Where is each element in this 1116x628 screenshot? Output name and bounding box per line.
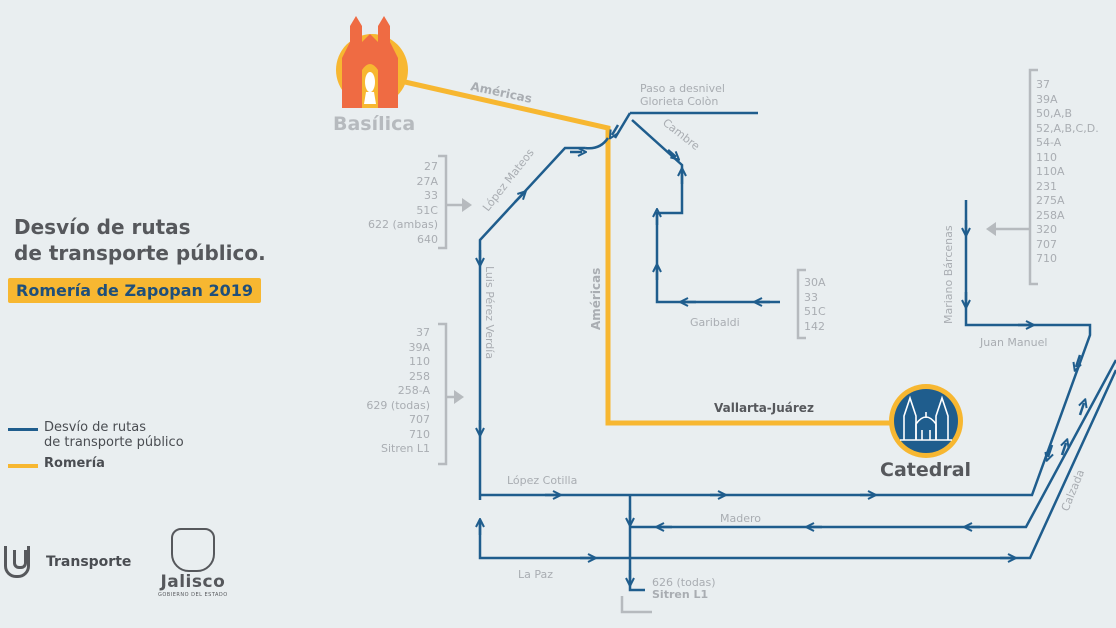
route-number: 275A xyxy=(1036,194,1065,207)
route-madero xyxy=(630,359,1116,529)
jalisco-crest-icon xyxy=(170,528,215,572)
route-number: 710 xyxy=(1036,252,1057,265)
route-number: 142 xyxy=(804,319,825,333)
route-number: 30A xyxy=(804,276,826,289)
transporte-logo-text: Transporte xyxy=(46,554,132,570)
jalisco-logo-subtext: GOBIERNO DEL ESTADO xyxy=(158,592,228,598)
route-number: 51C xyxy=(804,305,826,318)
legend-swatch-desvio xyxy=(8,428,38,431)
basilica-icon xyxy=(336,16,408,108)
route-number: 320 xyxy=(1036,223,1057,236)
route-number: 258 xyxy=(409,369,430,383)
label-paso-line2: Glorieta Colòn xyxy=(640,95,718,108)
route-number: 707 xyxy=(1036,237,1057,251)
route-calzada xyxy=(478,369,1116,560)
route-number: 231 xyxy=(1036,179,1057,193)
route-list-brackets xyxy=(438,68,1038,614)
route-number: 622 (ambas) xyxy=(368,218,438,231)
route-bottom-spur xyxy=(628,495,645,592)
route-number: 52,A,B,C,D. xyxy=(1036,121,1099,135)
legend: Desvío de rutas de transporte público Ro… xyxy=(8,420,184,477)
label-calzada: Calzada xyxy=(1059,468,1087,513)
page-title: Desvío de rutas de transporte público. xyxy=(14,214,266,266)
route-number: 37 xyxy=(1036,78,1050,91)
detour-routes xyxy=(478,111,1116,592)
title-line-1: Desvío de rutas xyxy=(14,215,191,239)
route-number: 640 xyxy=(417,232,438,246)
subtitle-badge: Romería de Zapopan 2019 xyxy=(8,278,262,303)
jalisco-logo-text: Jalisco xyxy=(160,572,226,592)
label-luis-perez-verdia: Luis Pérez Verdía xyxy=(483,266,496,359)
route-number: 27 xyxy=(424,160,438,173)
route-number: 27A xyxy=(416,174,438,188)
route-number: 54-A xyxy=(1036,136,1062,149)
route-number: 258-A xyxy=(397,384,430,397)
route-number: 110 xyxy=(409,355,430,368)
route-number: 33 xyxy=(424,189,438,202)
label-lopez-mateos: López Mateos xyxy=(480,146,537,214)
route-number: 258A xyxy=(1036,208,1065,222)
legend-label-romeria: Romería xyxy=(44,456,105,471)
label-vallarta-juarez: Vallarta-Juárez xyxy=(714,401,814,415)
title-line-2: de transporte público. xyxy=(14,241,266,265)
legend-item-romeria: Romería xyxy=(8,456,184,471)
label-basilica: Basílica xyxy=(333,113,415,135)
route-number: 707 xyxy=(409,413,430,426)
label-mariano-barcenas: Mariano Bárcenas xyxy=(942,225,955,324)
route-number: 629 (todas) xyxy=(366,398,430,412)
transporte-logo-icon xyxy=(4,546,30,578)
legend-desvio-line1: Desvío de rutas xyxy=(44,420,146,435)
jalisco-logo: Jalisco GOBIERNO DEL ESTADO xyxy=(158,528,228,598)
route-number: 710 xyxy=(409,427,430,441)
label-catedral: Catedral xyxy=(880,459,971,481)
route-number: 37 xyxy=(416,326,430,339)
label-lopez-cotilla: López Cotilla xyxy=(507,474,577,487)
label-la-paz: La Paz xyxy=(518,568,553,581)
legend-label-desvio: Desvío de rutas de transporte público xyxy=(44,420,184,450)
legend-item-desvio: Desvío de rutas de transporte público xyxy=(8,420,184,450)
transporte-logo: Transporte xyxy=(4,546,131,578)
route-number: 39A xyxy=(408,340,430,354)
route-number: 110A xyxy=(1036,165,1065,178)
label-madero: Madero xyxy=(720,512,761,525)
route-curve-to-glorieta xyxy=(584,137,610,150)
route-number: 39A xyxy=(1036,92,1058,106)
label-americas-vertical: Américas xyxy=(589,268,603,330)
label-bottom-routes-1: 626 (todas) xyxy=(652,576,716,589)
label-bottom-routes-2: Sitren L1 xyxy=(652,588,708,601)
route-number: 110 xyxy=(1036,150,1057,164)
route-cambre xyxy=(631,119,780,304)
route-number: 51C xyxy=(416,203,438,217)
route-number: 50,A,B xyxy=(1036,107,1073,120)
route-number: Sitren L1 xyxy=(381,442,430,455)
legend-desvio-line2: de transporte público xyxy=(44,435,184,450)
catedral-icon xyxy=(889,384,963,458)
direction-arrows xyxy=(480,124,1084,582)
label-paso-line1: Paso a desnivel xyxy=(640,82,725,95)
label-cambre: Cambre xyxy=(660,116,702,153)
legend-swatch-romeria xyxy=(8,464,38,468)
romeria-route xyxy=(404,79,892,426)
route-number: 33 xyxy=(804,290,818,304)
grey-arrowheads xyxy=(454,198,996,404)
label-garibaldi: Garibaldi xyxy=(690,316,740,329)
label-juan-manuel: Juan Manuel xyxy=(979,336,1047,349)
